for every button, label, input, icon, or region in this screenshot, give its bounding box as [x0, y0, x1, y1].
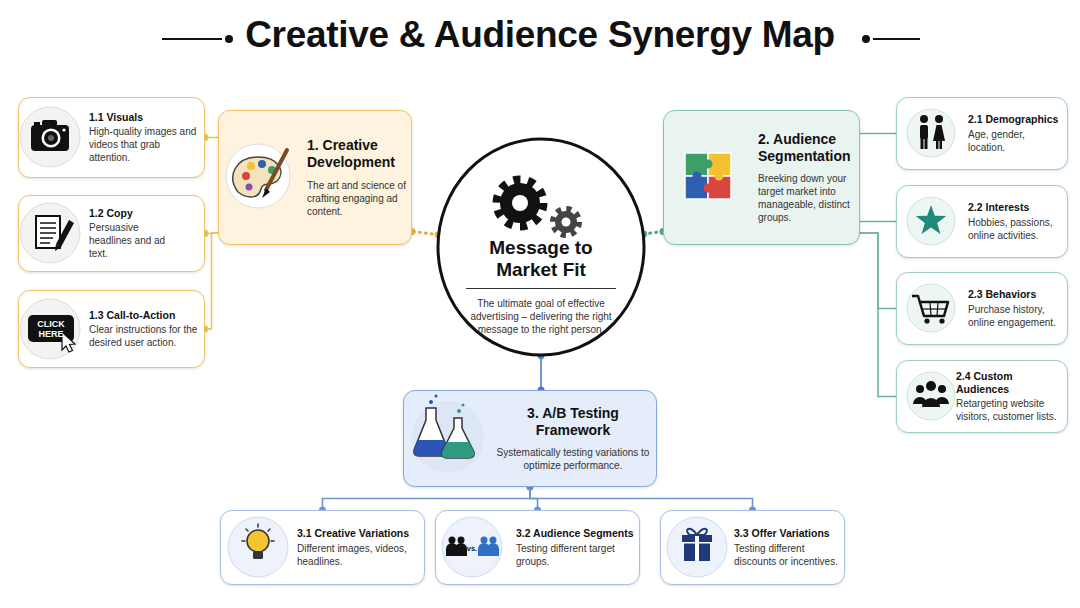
node-body: Hobbies, passions, online activities. [968, 216, 1064, 242]
node-body: The ultimate goal of effective advertisi… [466, 297, 616, 336]
node-body: Testing different discounts or incentive… [734, 542, 844, 568]
goal-circle: Message to Market FitThe ultimate goal o… [436, 137, 646, 357]
subtopic-box: 1.2 CopyPersuasive headlines and ad text… [18, 195, 205, 272]
node-heading: 3.1 Creative Variations [297, 527, 423, 539]
text-block: 3.2 Audience SegmentsTesting different t… [516, 511, 640, 584]
subtopic-box: 1.1 VisualsHigh-quality images and video… [18, 97, 205, 178]
node-body: Breeking down your target market into ma… [758, 172, 856, 224]
node-body: Retargeting website visitors, customer l… [956, 397, 1068, 423]
button-text: CLICK HERE [28, 316, 74, 343]
main-topic-box: 1. Creative DevelopmentThe art and scien… [218, 110, 412, 245]
node-heading: 1.1 Visuals [89, 111, 197, 123]
node-heading: 3. A/B Testing Framework [496, 405, 650, 438]
title-rule-part [873, 38, 920, 40]
title-rule-part [225, 35, 233, 43]
text-block: 2.1 DemographicsAge, gender, location. [968, 98, 1064, 169]
subtopic-box: 2.2 InterestsHobbies, passions, online a… [896, 185, 1068, 258]
node-body: Persuasive headlines and ad text. [89, 221, 179, 260]
text-block: 3.1 Creative VariationsDifferent images,… [297, 511, 423, 584]
main-topic-box: 2. Audience SegmentationBreeking down yo… [663, 110, 860, 245]
node-body: The art and science of crafting engaging… [307, 179, 409, 218]
node-body: Purchase history, online engagement. [968, 303, 1064, 329]
node-heading: 2. Audience Segmentation [758, 131, 856, 164]
node-heading: 1.3 Call-to-Action [89, 309, 199, 321]
text-block: 1. Creative DevelopmentThe art and scien… [307, 111, 409, 244]
node-heading: 1.2 Copy [89, 207, 179, 219]
node-heading: 2.3 Behaviors [968, 288, 1064, 300]
node-heading: 2.2 Interests [968, 201, 1064, 213]
node-heading: 3.3 Offer Variations [734, 527, 844, 539]
text-block: 3.3 Offer VariationsTesting different di… [734, 511, 844, 584]
node-heading: 3.2 Audience Segments [516, 527, 640, 539]
text-block: Message to Market FitThe ultimate goal o… [466, 237, 616, 357]
node-body: Systematically testing variations to opt… [496, 446, 650, 472]
subtopic-box: 3.2 Audience SegmentsTesting different t… [435, 510, 640, 585]
connector-line [860, 133, 896, 135]
node-body: Age, gender, location. [968, 128, 1064, 154]
text-block: 1.3 Call-to-ActionClear instructions for… [89, 291, 199, 367]
node-body: High-quality images and videos that grab… [89, 125, 197, 164]
node-body: Testing different target groups. [516, 542, 640, 568]
node-heading: 2.4 Custom Audiences [956, 370, 1068, 395]
connector-line [205, 233, 218, 329]
subtopic-box: 2.3 BehaviorsPurchase history, online en… [896, 272, 1068, 345]
connector-line [323, 487, 531, 510]
title-rule-part [862, 35, 870, 43]
text-block: 2.4 Custom AudiencesRetargeting website … [956, 361, 1068, 432]
subtopic-box: 3.3 Offer VariationsTesting different di… [660, 510, 845, 585]
connector-line [540, 356, 542, 391]
connector-line [860, 221, 896, 223]
connector-line [860, 233, 896, 397]
node-heading: 2.1 Demographics [968, 113, 1064, 125]
goal-circle-outline [438, 139, 644, 355]
subtopic-box: 3.1 Creative VariationsDifferent images,… [220, 510, 425, 585]
main-topic-box: 3. A/B Testing FrameworkSystematically t… [403, 390, 657, 487]
connector-line [530, 487, 753, 510]
text-block: 2. Audience SegmentationBreeking down yo… [758, 111, 856, 244]
text-block: 2.2 InterestsHobbies, passions, online a… [968, 186, 1064, 257]
node-body: Clear instructions for the desired user … [89, 323, 199, 349]
versus-label: vs. [463, 545, 481, 553]
subtopic-box: 2.4 Custom AudiencesRetargeting website … [896, 360, 1068, 433]
node-heading: Message to Market Fit [466, 237, 616, 282]
divider-line [466, 288, 616, 289]
connector-line [412, 232, 438, 235]
text-block: 3. A/B Testing FrameworkSystematically t… [496, 391, 650, 486]
text-block: 1.1 VisualsHigh-quality images and video… [89, 98, 197, 177]
diagram-title: Creative & Audience Synergy Map [0, 14, 1080, 56]
title-rule-part [162, 38, 222, 40]
text-block: 2.3 BehaviorsPurchase history, online en… [968, 273, 1064, 344]
node-heading: 1. Creative Development [307, 137, 409, 170]
node-body: Different images, videos, headlines. [297, 542, 423, 568]
text-block: 1.2 CopyPersuasive headlines and ad text… [89, 196, 179, 271]
subtopic-box: 2.1 DemographicsAge, gender, location. [896, 97, 1068, 170]
